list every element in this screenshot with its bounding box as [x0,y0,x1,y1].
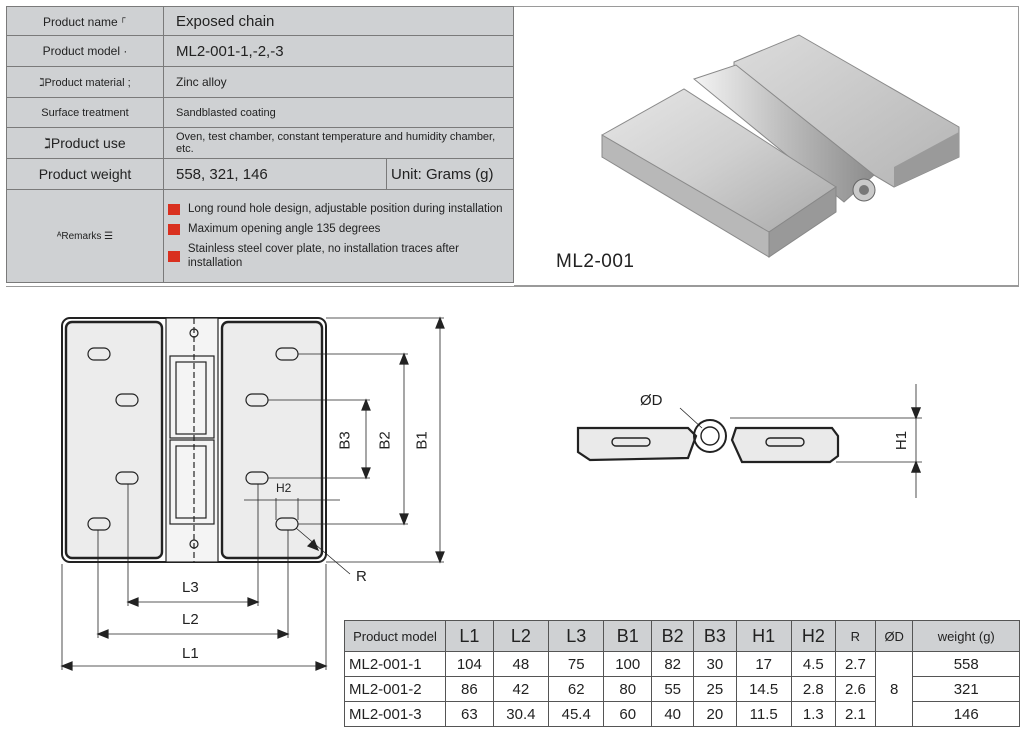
col-header: L2 [492,620,550,652]
remark-item: Long round hole design, adjustable posit… [168,202,513,216]
weight-label: Product weight [6,158,164,190]
product-model-value: ML2-001-1,-2,-3 [163,35,514,67]
table-header-row: Product model L1 L2 L3 B1 B2 B3 H1 H2 R … [344,620,1020,652]
cell-h2: 4.5 [790,651,836,677]
col-header: H2 [790,620,836,652]
dim-label-l3: L3 [182,579,199,596]
cell-b3: 25 [693,676,737,702]
cell-h1: 14.5 [735,676,792,702]
cell-l3: 75 [548,651,605,677]
mounting-slots [87,347,299,531]
use-value: Oven, test chamber, constant temperature… [163,127,514,159]
red-square-icon [168,223,180,235]
col-header: weight (g) [912,620,1020,652]
section-divider [6,286,1019,287]
cell-b1: 80 [603,676,653,702]
hinge-side-view [576,384,922,498]
cell-r: 2.7 [834,651,876,677]
cell-h1: 17 [735,651,792,677]
col-header: Product model [344,620,446,652]
remark-text: Stainless steel cover plate, no installa… [187,243,459,269]
col-header: B3 [693,620,737,652]
right-leaf [220,320,324,560]
col-header: L3 [548,620,605,652]
table-row: ML2-001-2 86 42 62 80 55 25 14.5 2.8 2.6… [344,676,1020,702]
cell-l2: 48 [492,651,550,677]
cell-model: ML2-001-2 [344,676,446,702]
col-header: R [834,620,876,652]
cell-l1: 63 [445,701,494,727]
remark-text: Maximum opening angle 135 degrees [188,223,381,235]
red-square-icon [168,203,180,215]
cell-b2: 82 [651,651,695,677]
dim-label-r: R [356,568,367,585]
hinge-photo [601,34,960,258]
dim-label-h1: H1 [893,430,911,451]
surface-value: Sandblasted coating [163,97,514,128]
remarks-cell: Long round hole design, adjustable posit… [163,189,514,283]
remarks-list: Long round hole design, adjustable posit… [164,190,513,282]
left-leaf [64,320,164,560]
product-photo-panel: ML2-001 [514,6,1019,286]
table-row: ML2-001-3 63 30.4 45.4 60 40 20 11.5 1.3… [344,701,1020,727]
dim-label-b2: B2 [376,431,394,450]
col-header: B1 [603,620,653,652]
hinge-front-outline [61,317,327,563]
dimensions-table: Product model L1 L2 L3 B1 B2 B3 H1 H2 R … [344,620,1020,727]
dim-label-l1: L1 [182,645,199,662]
cell-h1: 11.5 [735,701,792,727]
remark-item: Maximum opening angle 135 degrees [168,222,513,236]
cell-r: 2.1 [834,701,876,727]
product-name-label: Product name ⸀ [6,6,164,36]
col-header: ØD [874,620,914,652]
weight-value: 558, 321, 146 [163,158,387,190]
col-header: H1 [735,620,792,652]
col-header: B2 [651,620,695,652]
cell-l3: 45.4 [548,701,605,727]
cell-weight: 558 [912,651,1020,677]
cell-b3: 30 [693,651,737,677]
remark-text: Long round hole design, adjustable posit… [188,203,503,215]
table-row: ML2-001-1 104 48 75 100 82 30 17 4.5 2.7… [344,651,1020,727]
red-square-icon [168,250,180,262]
cell-l1: 86 [445,676,494,702]
surface-label: Surface treatment [6,97,164,128]
cell-d: 8 [874,651,914,727]
use-label: ℷProduct use [6,127,164,159]
cell-l3: 62 [548,676,605,702]
product-model-label: Product model · [6,35,164,67]
cell-b2: 40 [651,701,695,727]
cell-h2: 2.8 [790,676,836,702]
cell-b1: 100 [603,651,653,677]
cell-b2: 55 [651,676,695,702]
material-value: Zinc alloy [163,66,514,98]
cell-l2: 30.4 [492,701,550,727]
cell-h2: 1.3 [790,701,836,727]
dim-label-h2: H2 [276,481,292,495]
photo-caption: ML2-001 [556,251,635,272]
weight-unit: Unit: Grams (g) [386,158,514,190]
remarks-label: ᴬRemarks ☰ [6,189,164,283]
cell-r: 2.6 [834,676,876,702]
dim-label-d: ØD [640,392,663,409]
cell-weight: 146 [912,701,1020,727]
product-name-value: Exposed chain [163,6,514,36]
spec-table: Product name ⸀ Exposed chain Product mod… [6,6,514,283]
cell-weight: 321 [912,676,1020,702]
material-label: ℷProduct material ; [6,66,164,98]
dim-label-b1: B1 [413,431,431,450]
cell-b3: 20 [693,701,737,727]
cell-model: ML2-001-1 [344,651,446,677]
cell-model: ML2-001-3 [344,701,446,727]
cell-l2: 42 [492,676,550,702]
dim-label-l2: L2 [182,611,199,628]
cell-b1: 60 [603,701,653,727]
dim-label-b3: B3 [336,431,354,450]
col-header: L1 [445,620,494,652]
remark-item: Stainless steel cover plate, no installa… [168,242,513,270]
cell-l1: 104 [445,651,494,677]
